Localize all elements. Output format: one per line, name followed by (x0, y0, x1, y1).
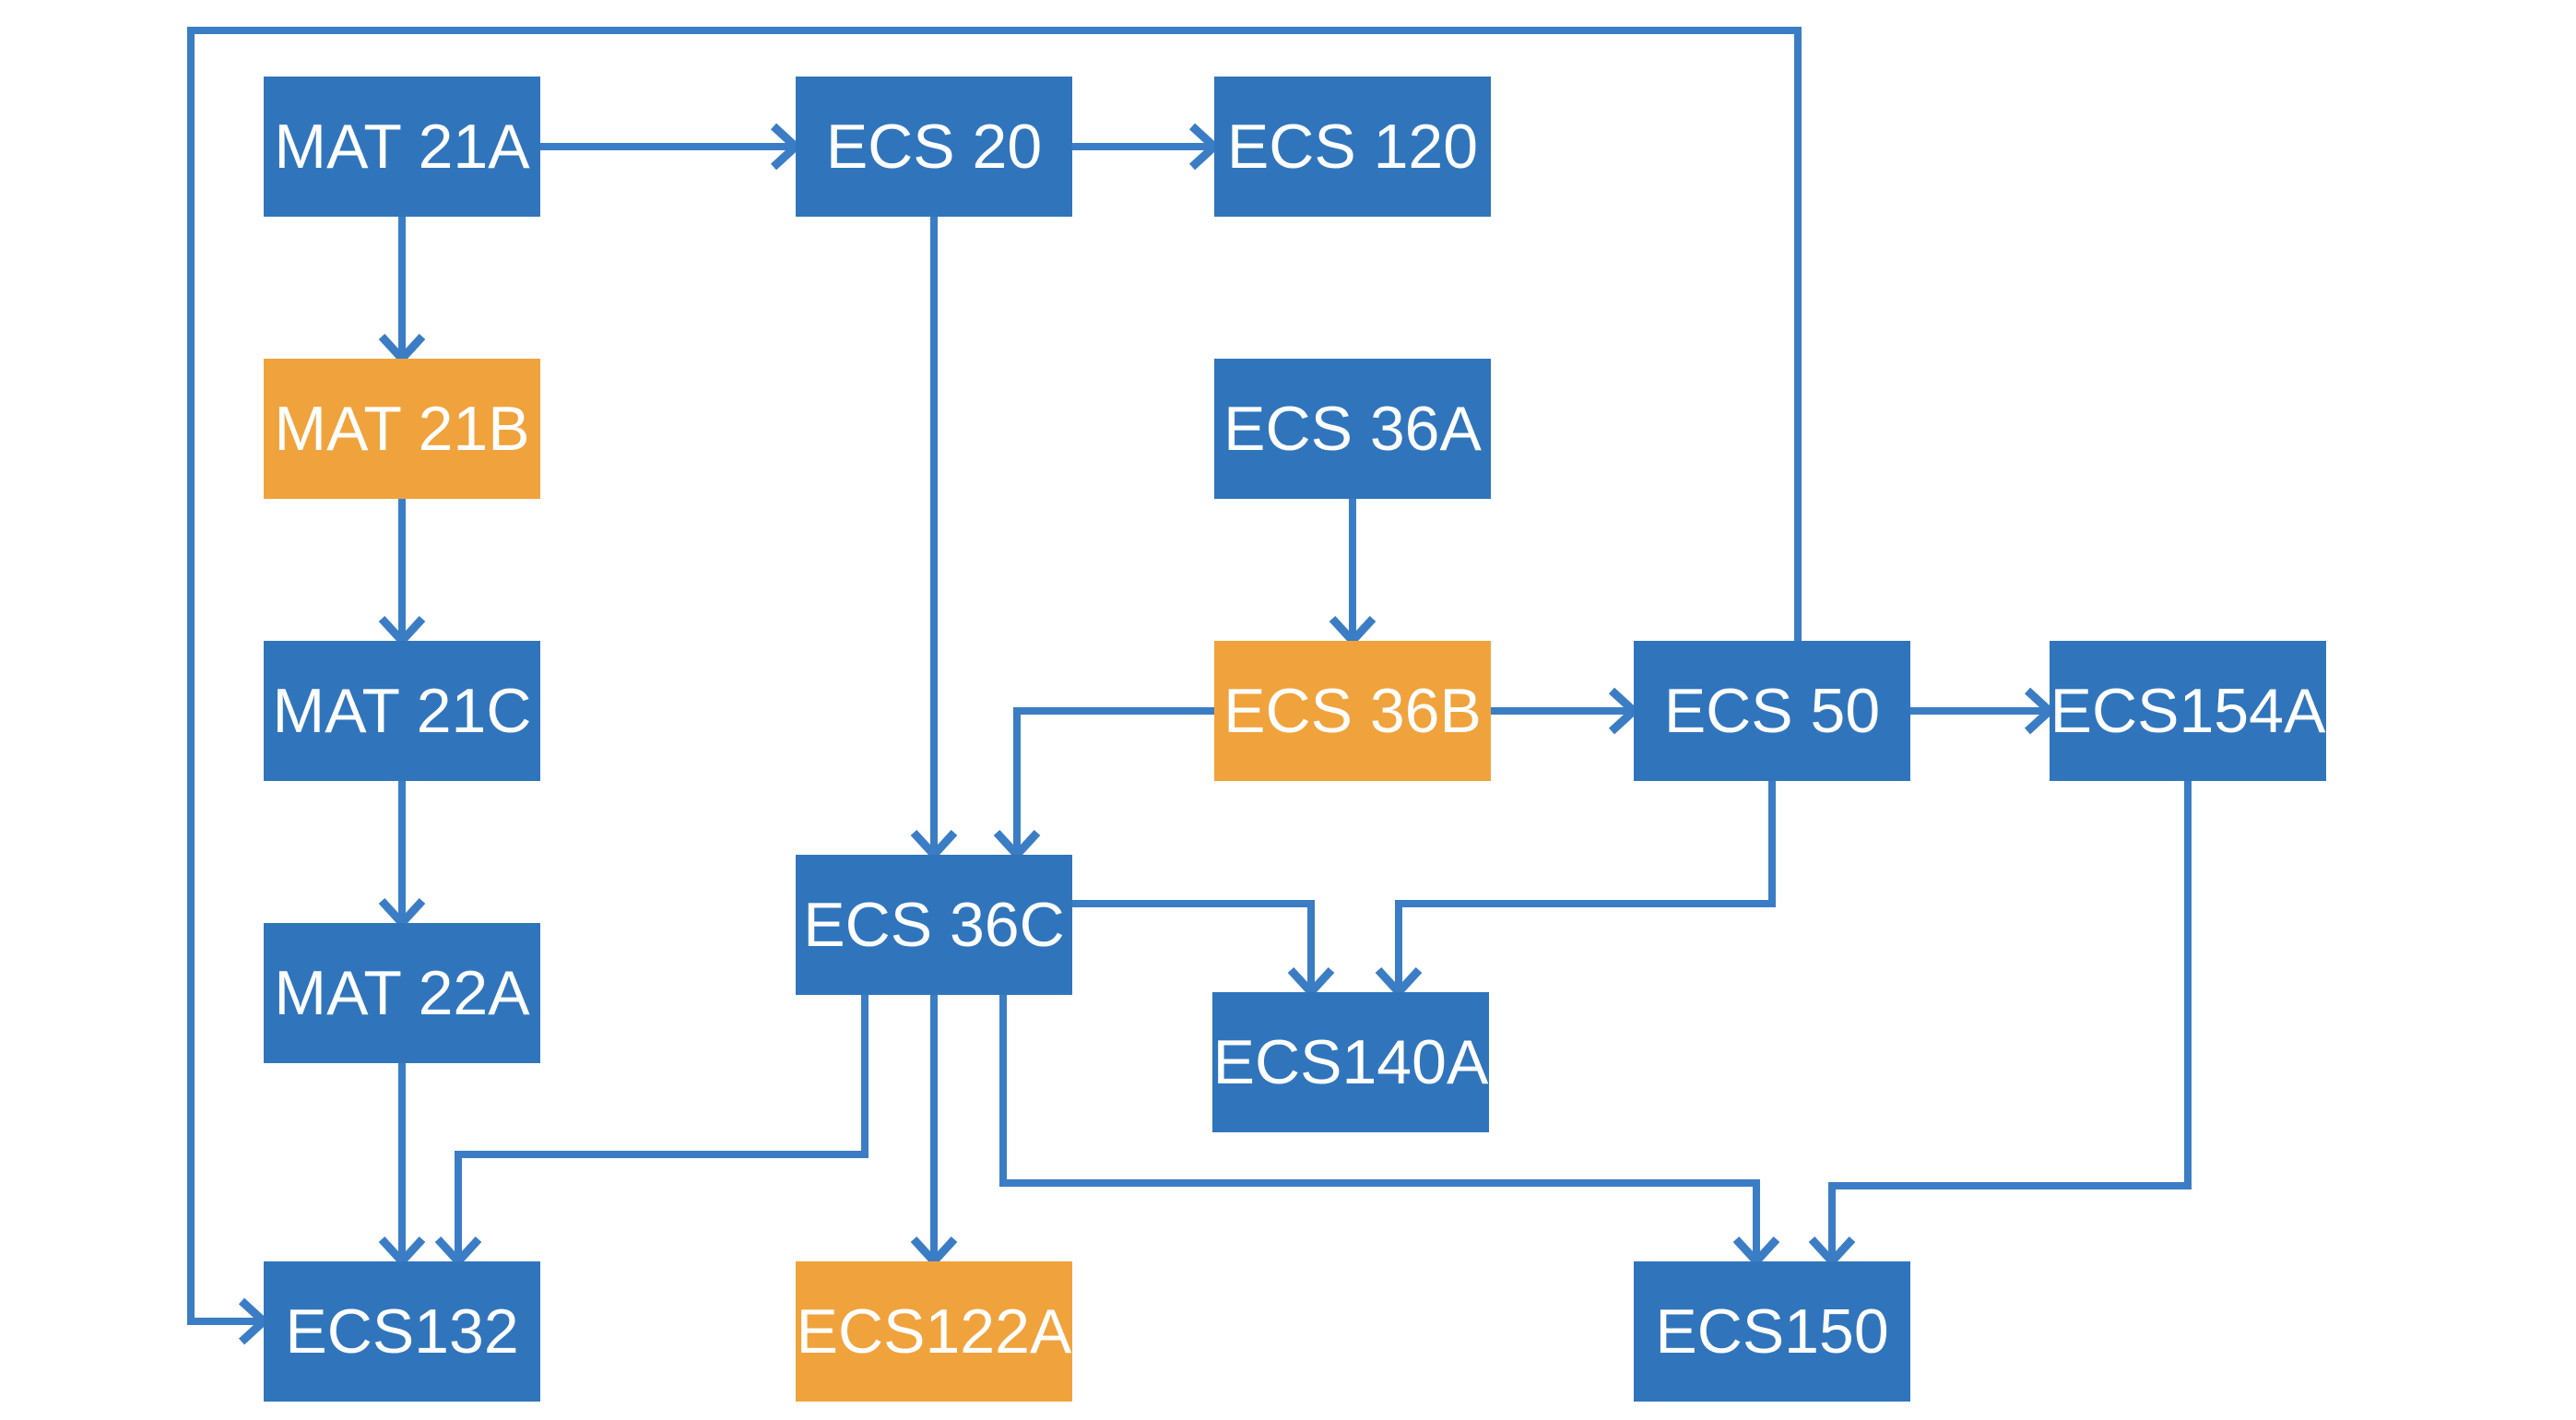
node-ecs20: ECS 20 (796, 77, 1072, 217)
node-mat21b: MAT 21B (264, 359, 540, 499)
node-label: ECS 50 (1663, 676, 1881, 746)
edge-ecs36c-ecs132 (434, 995, 869, 1268)
node-ecs36a: ECS 36A (1214, 359, 1491, 499)
edge-ecs36c-ecs150 (999, 995, 1780, 1268)
node-mat21c: MAT 21C (264, 641, 540, 781)
node-label: ECS 20 (825, 112, 1043, 182)
node-ecs36c: ECS 36C (796, 855, 1072, 995)
node-ecs132: ECS132 (264, 1261, 540, 1402)
node-label: ECS 36C (803, 890, 1065, 960)
node-label: ECS150 (1655, 1296, 1889, 1367)
node-label: MAT 21B (274, 394, 530, 464)
edge-ecs36b-ecs36c (993, 707, 1214, 861)
node-ecs122a: ECS122A (796, 1261, 1072, 1402)
node-label: ECS140A (1212, 1027, 1489, 1097)
node-ecs154a: ECS154A (2050, 641, 2326, 781)
node-ecs50: ECS 50 (1634, 641, 1910, 781)
node-label: ECS132 (285, 1296, 519, 1367)
node-label: ECS122A (796, 1296, 1072, 1367)
edge-ecs36c-ecs140a (1072, 900, 1335, 999)
edge-ecs50-ecs132 (187, 27, 1802, 1345)
node-label: ECS 120 (1226, 112, 1479, 182)
edge-ecs154a-ecs150 (1808, 781, 2192, 1268)
node-mat21a: MAT 21A (264, 77, 540, 217)
node-ecs150: ECS150 (1634, 1261, 1910, 1402)
edge-ecs50-ecs140a (1375, 781, 1776, 999)
node-label: MAT 21A (274, 112, 530, 182)
node-label: MAT 22A (274, 958, 530, 1028)
node-label: ECS154A (2050, 676, 2326, 746)
node-ecs36b: ECS 36B (1214, 641, 1491, 781)
node-label: ECS 36A (1223, 394, 1482, 464)
node-ecs120: ECS 120 (1214, 77, 1491, 217)
node-label: MAT 21C (272, 676, 532, 746)
node-mat22a: MAT 22A (264, 923, 540, 1063)
node-ecs140a: ECS140A (1212, 992, 1489, 1132)
node-label: ECS 36B (1223, 676, 1482, 746)
